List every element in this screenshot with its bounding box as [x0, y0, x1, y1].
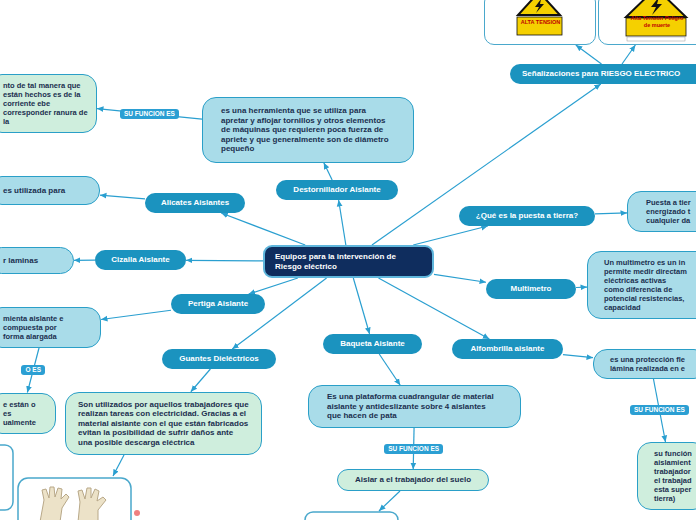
description-box: Es una plataforma cuadrangular de materi… — [308, 385, 521, 428]
description-box: Un multimetro es un in permite medir dir… — [587, 251, 696, 319]
connector — [563, 355, 593, 358]
node-text: Alicates Aislantes — [161, 198, 229, 208]
node-text: Baqueta Aislante — [340, 339, 405, 349]
connector — [379, 354, 400, 385]
connector — [191, 369, 211, 392]
edge-label: O ES — [21, 365, 45, 375]
connector — [249, 278, 298, 294]
node-text: es una herramienta que se utiliza para a… — [221, 106, 395, 154]
node-text: r laminas — [3, 256, 65, 266]
central-topic: Equipos para la intervención de Riesgo e… — [263, 245, 434, 278]
connector — [413, 226, 488, 245]
description-box: es una protección fle lámina realizada e… — [593, 349, 696, 379]
node-text: Destornillador Aislante — [293, 185, 380, 195]
node-text: Un multimetro es un in permite medir dir… — [604, 258, 688, 312]
edge-label: SU FUNCION ES — [120, 109, 179, 119]
node-text: Son utilizados por aquellos trabajadores… — [78, 400, 249, 448]
sign-image-box: ALTA TENSION — [484, 0, 596, 45]
connector — [622, 45, 635, 64]
connector — [100, 195, 145, 199]
branch-topic: Destornillador Aislante — [276, 180, 398, 200]
description-box: mienta aislante e compuesta por forma al… — [0, 307, 101, 348]
warning-triangle — [626, 0, 686, 17]
edge-label: SU FUNCION ES — [384, 444, 443, 454]
connector — [221, 213, 305, 245]
branch-topic: Cizalla Aislante — [95, 250, 186, 270]
branch-topic: Baqueta Aislante — [323, 334, 422, 354]
connector — [576, 287, 587, 289]
branch-topic: Multimetro — [486, 279, 576, 299]
sign-plate — [517, 17, 562, 35]
node-text: Equipos para la intervención de Riesgo e… — [275, 252, 422, 271]
image-box — [305, 512, 398, 520]
connector — [378, 278, 489, 339]
branch-topic: ¿Qué es la puesta a tierra? — [459, 206, 595, 226]
branch-topic: Alicates Aislantes — [145, 193, 245, 213]
sign-box-ground — [484, 0, 596, 45]
node-text: Alta Tensión Peligro de muerte — [627, 15, 687, 28]
edge-label: SU FUNCION ES — [630, 405, 689, 415]
function-box: Aislar a el trabajador del suelo — [337, 469, 489, 491]
connector — [101, 310, 171, 319]
description-box: r laminas — [0, 247, 74, 275]
connector — [186, 260, 263, 262]
description-box: es utilizada para — [0, 176, 100, 206]
dot — [134, 510, 140, 516]
connector — [97, 109, 202, 120]
leader-line — [379, 491, 400, 511]
description-box: Puesta a tier energizado t cualquier da — [627, 191, 696, 232]
description-box: es una herramienta que se utiliza para a… — [202, 97, 414, 163]
sign-strip — [627, 37, 685, 41]
branch-topic: Alfombrilla aislante — [452, 339, 563, 359]
node-text: Puesta a tier energizado t cualquier da — [646, 198, 692, 225]
connector — [324, 163, 332, 180]
lightning-bolt — [651, 0, 662, 15]
image-box — [18, 478, 131, 520]
image-box — [0, 445, 13, 510]
node-text: Pertiga Aislante — [188, 299, 248, 309]
function-box: su función aislamient trabajador el trab… — [637, 442, 696, 510]
connector — [576, 45, 602, 64]
sign-image-box: Alta Tensión Peligro de muerte — [598, 0, 696, 45]
glove — [78, 488, 106, 520]
node-text: Cizalla Aislante — [111, 255, 169, 265]
node-text: Aislar a el trabajador del suelo — [346, 475, 480, 485]
function-box: Son utilizados por aquellos trabajadores… — [65, 392, 262, 456]
glove — [40, 487, 69, 520]
function-box: nto de tal manera que están hechos es de… — [0, 74, 97, 133]
node-text: es utilizada para — [3, 186, 91, 196]
node-text: e están o es ualmente — [3, 400, 37, 427]
warning-triangle — [518, 0, 560, 15]
branch-topic: Guantes Dieléctricos — [162, 349, 276, 369]
node-text: nto de tal manera que están hechos es de… — [3, 81, 92, 126]
connector — [434, 274, 486, 282]
node-text: es una protección fle lámina realizada e… — [610, 355, 696, 373]
node-text: ALTA TENSION — [518, 19, 563, 26]
node-text: su función aislamient trabajador el trab… — [654, 449, 692, 503]
lightning-bolt — [535, 0, 544, 13]
branch-topic: Señalizaciones para RIESGO ELECTRICO — [510, 64, 696, 84]
node-text: ¿Qué es la puesta a tierra? — [476, 211, 578, 221]
branch-topic: Pertiga Aislante — [171, 294, 265, 314]
connector — [74, 260, 95, 261]
leader-line — [113, 455, 124, 476]
node-text: mienta aislante e compuesta por forma al… — [3, 314, 71, 341]
node-text: Señalizaciones para RIESGO ELECTRICO — [522, 69, 680, 79]
node-text: Alfombrilla aislante — [471, 344, 545, 354]
connector — [339, 200, 346, 245]
node-text: Guantes Dieléctricos — [179, 354, 259, 364]
connector — [353, 278, 369, 334]
function-box: e están o es ualmente — [0, 393, 56, 434]
node-text: Multimetro — [511, 284, 552, 294]
node-text: Es una plataforma cuadrangular de materi… — [327, 392, 502, 421]
connector — [595, 212, 627, 214]
